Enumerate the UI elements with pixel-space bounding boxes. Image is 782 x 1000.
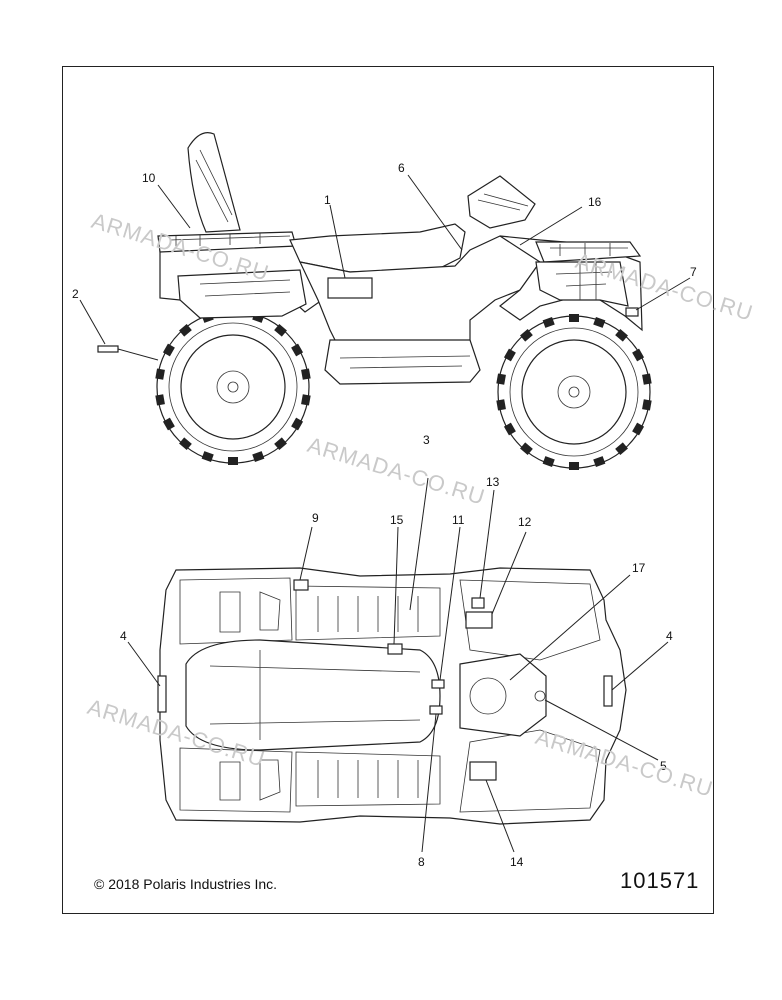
callout-6: 6: [398, 161, 405, 175]
callout-5: 5: [660, 759, 667, 773]
callout-14: 14: [510, 855, 524, 869]
callout-17: 17: [632, 561, 646, 575]
callout-4-front: 4: [666, 629, 673, 643]
callout-11: 11: [452, 513, 465, 527]
leader-lines: [79, 174, 691, 853]
atv-top-view: [157, 567, 627, 825]
decal-item-2: [97, 345, 119, 353]
top-decal-15: [387, 643, 403, 655]
front-wheel: [496, 314, 652, 470]
top-decal-4-rear: [157, 675, 167, 713]
callout-10: 10: [142, 171, 156, 185]
front-rack: [535, 241, 642, 263]
copyright-notice: © 2018 Polaris Industries Inc.: [94, 876, 278, 892]
rear-wheel: [155, 309, 311, 465]
footwell: [324, 339, 481, 385]
top-decal-4-front: [603, 675, 613, 707]
callout-16: 16: [588, 195, 602, 209]
callout-15: 15: [390, 513, 404, 527]
callout-3: 3: [423, 433, 430, 447]
side-decal: [327, 277, 373, 299]
drawing-number: 101571: [620, 868, 700, 893]
handlebar-pod: [467, 175, 536, 229]
top-decal-13: [471, 597, 485, 609]
top-decal-12: [465, 611, 493, 629]
top-decal-9: [293, 579, 309, 591]
callout-8: 8: [418, 855, 425, 869]
callout-7: 7: [690, 265, 697, 279]
top-decal-14: [469, 761, 497, 781]
atv-side-view: [97, 132, 652, 470]
callout-9: 9: [312, 511, 319, 525]
front-pod: [459, 653, 547, 737]
top-decal-8: [429, 705, 443, 715]
callout-12: 12: [518, 515, 532, 529]
callout-2: 2: [72, 287, 79, 301]
callouts: 10 2 1 6 16 7 3 13 9 15 11 12 17 4 4 5 8…: [72, 161, 697, 869]
callout-13: 13: [486, 475, 500, 489]
callout-4-rear: 4: [120, 629, 127, 643]
front-suspension: [535, 261, 629, 307]
front-decal: [625, 307, 639, 317]
drawing-frame: [62, 66, 714, 914]
backrest: [187, 132, 241, 233]
callout-1: 1: [324, 193, 331, 207]
top-decal-11: [431, 679, 445, 689]
